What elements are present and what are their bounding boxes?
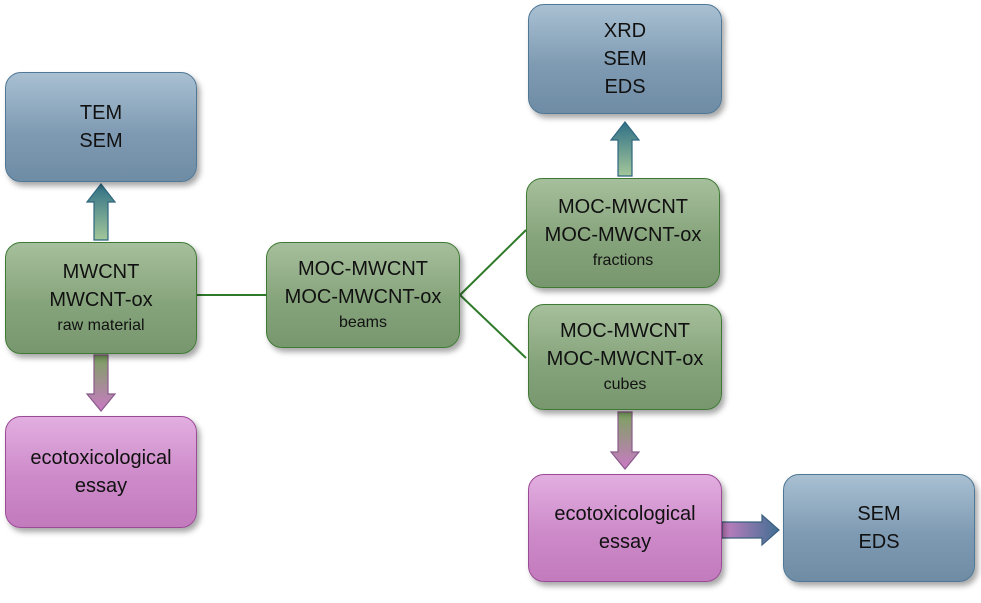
arrow-up-fractions-to-xrd	[609, 121, 641, 177]
node-text-line: SEM	[603, 48, 647, 70]
node-eco-essay-right: ecotoxicological essay	[528, 474, 722, 582]
connector-beams-to-cubes	[459, 294, 527, 359]
node-raw-material: MWCNT MWCNT-ox raw material	[5, 242, 197, 354]
node-text-line: MOC-MWCNT	[558, 196, 688, 218]
node-text-line: MOC-MWCNT	[298, 258, 428, 280]
node-text-line: SEM	[79, 130, 123, 152]
node-text-line: EDS	[858, 531, 900, 553]
node-text-line: ecotoxicological	[30, 447, 172, 469]
node-fractions: MOC-MWCNT MOC-MWCNT-ox fractions	[526, 178, 720, 288]
node-cubes: MOC-MWCNT MOC-MWCNT-ox cubes	[528, 304, 722, 410]
node-tem-sem: TEM SEM	[5, 72, 197, 182]
node-subtitle: beams	[338, 314, 388, 331]
arrow-up-raw-to-tem	[85, 183, 117, 241]
node-text-line: EDS	[604, 76, 646, 98]
node-xrd-sem-eds: XRD SEM EDS	[528, 4, 722, 114]
arrow-right-eco-to-sem	[721, 513, 780, 547]
arrow-down-raw-to-eco	[85, 354, 117, 412]
node-sem-eds: SEM EDS	[783, 474, 975, 582]
node-text-line: TEM	[79, 102, 123, 124]
node-text-line: ecotoxicological	[554, 503, 696, 525]
node-eco-essay-left: ecotoxicological essay	[5, 416, 197, 528]
node-text-line: MOC-MWCNT-ox	[284, 286, 442, 308]
node-subtitle: raw material	[57, 317, 145, 334]
node-text-line: essay	[74, 475, 128, 497]
arrow-down-cubes-to-eco	[609, 411, 641, 470]
node-text-line: XRD	[603, 20, 647, 42]
node-text-line: essay	[598, 531, 652, 553]
node-text-line: MOC-MWCNT-ox	[544, 224, 702, 246]
connector-beams-to-fractions	[459, 229, 527, 296]
node-subtitle: cubes	[603, 376, 647, 393]
node-text-line: MWCNT-ox	[49, 289, 153, 311]
node-beams: MOC-MWCNT MOC-MWCNT-ox beams	[266, 242, 460, 348]
node-text-line: MOC-MWCNT-ox	[546, 348, 704, 370]
node-subtitle: fractions	[592, 252, 654, 269]
node-text-line: MOC-MWCNT	[560, 320, 690, 342]
node-text-line: SEM	[857, 503, 901, 525]
node-text-line: MWCNT	[62, 261, 140, 283]
